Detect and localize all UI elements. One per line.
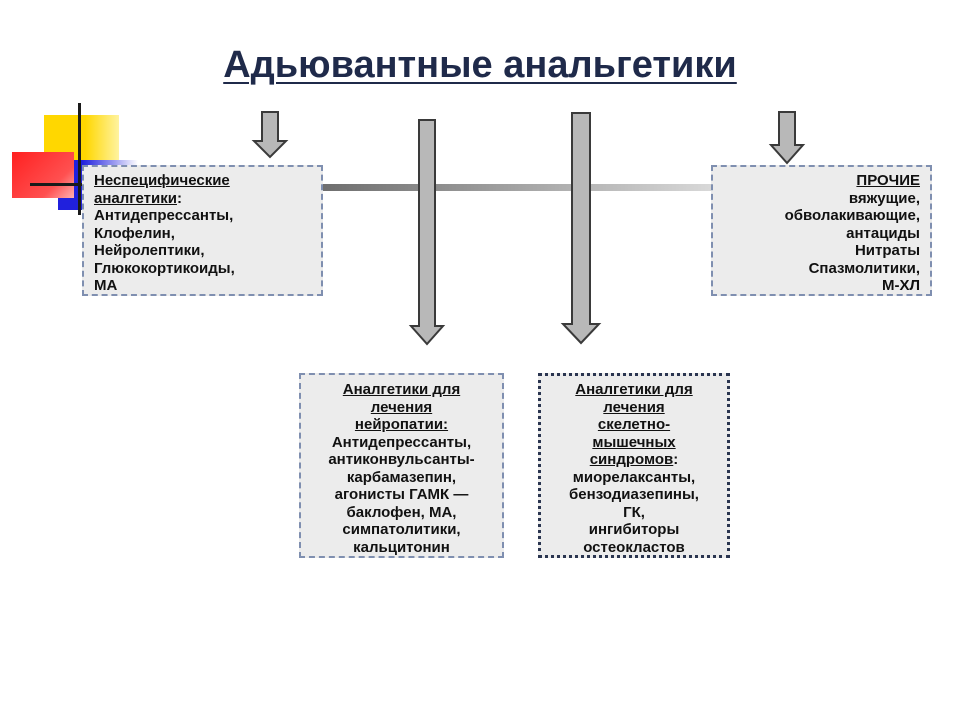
box-right-item: М-ХЛ [881, 277, 920, 294]
box-other: ПРОЧИЕ вяжущие, обволакивающие, антациды… [711, 165, 932, 296]
box-mid2-heading-line: скелетно- [597, 416, 671, 433]
connector-bar [322, 184, 714, 191]
box-mid1-item: Антидепрессанты, [331, 433, 472, 451]
decor-vertical-line [78, 103, 81, 215]
arrow-down-left [251, 111, 289, 159]
box-mid1-heading-line: лечения [370, 398, 433, 416]
box-left-item: Глюкокортикоиды, [94, 259, 235, 277]
box-mid2-item: ГК, [623, 503, 645, 521]
box-left-item: Антидепрессанты, [94, 207, 234, 224]
box-mid1-item: антиконвульсанты- [328, 451, 475, 468]
arrow-down-mid1 [408, 119, 446, 346]
box-mid1-heading-line: нейропатии: [354, 416, 449, 433]
box-mid2-item: ингибиторы [588, 521, 680, 538]
box-right-heading: ПРОЧИЕ [856, 172, 920, 189]
decor-red-square [12, 152, 74, 198]
box-neuropathy: Аналгетики для лечения нейропатии: Антид… [299, 373, 504, 558]
box-right-item: антациды [846, 224, 920, 242]
box-mid1-item: баклофен, МА, [346, 503, 457, 521]
page-title: Адьювантные анальгетики [223, 44, 737, 86]
box-right-item: Спазмолитики, [808, 259, 920, 277]
box-mid2-heading-line: Аналгетики для [575, 381, 693, 398]
box-mid1-item: симпатолитики, [342, 521, 461, 538]
arrow-down-right [768, 111, 806, 165]
box-left-heading-line-2: аналгетики: [94, 189, 182, 207]
box-left-item: Нейролептики, [94, 242, 205, 259]
box-mid1-item: кальцитонин [353, 538, 450, 556]
box-mid2-heading-line: лечения [603, 398, 665, 416]
box-mid2-item: миорелаксанты, [572, 468, 696, 486]
box-left-heading-line-1: Неспецифические [94, 172, 230, 189]
decor-horizontal-line [30, 183, 82, 186]
box-mid1-item: карбамазепин, [346, 468, 457, 486]
box-mid1-heading-line: Аналгетики для [342, 381, 461, 398]
box-mid2-heading-line: синдромов: [589, 451, 679, 468]
box-nonspecific-analgesics: Неспецифические аналгетики: Антидепресса… [82, 165, 323, 296]
box-mid1-item: агонисты ГАМК — [334, 486, 469, 503]
box-left-item: МА [94, 277, 118, 294]
box-mid2-heading-line: мышечных [592, 433, 676, 451]
box-mid2-item: бензодиазепины, [569, 486, 699, 503]
box-right-item: Нитраты [854, 242, 920, 259]
box-mid2-item: остеокластов [583, 538, 685, 556]
box-right-item: обволакивающие, [784, 207, 920, 224]
arrow-down-mid2 [560, 112, 602, 345]
box-musculoskeletal: Аналгетики для лечения скелетно- мышечны… [538, 373, 730, 558]
box-right-item: вяжущие, [848, 189, 920, 207]
box-left-item: Клофелин, [94, 224, 175, 242]
